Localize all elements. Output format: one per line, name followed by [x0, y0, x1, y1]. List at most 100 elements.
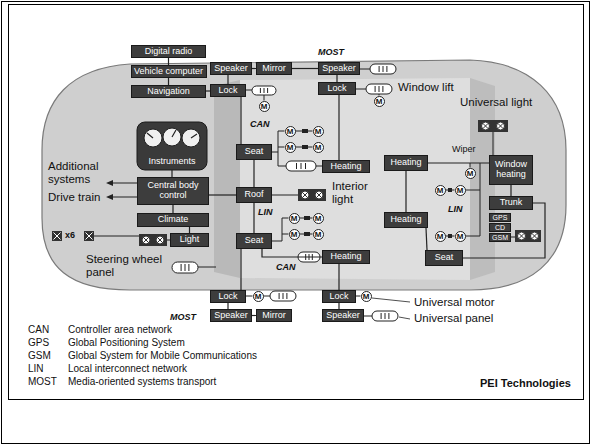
bus-line	[510, 185, 511, 196]
component-box: Window heating	[489, 155, 533, 185]
bus-line	[292, 68, 318, 69]
lamp-symbol	[139, 234, 167, 246]
arrowhead	[106, 180, 113, 200]
box-label: Seat	[245, 236, 264, 246]
component-box: Roof	[236, 187, 272, 203]
callout-label: Window lift	[398, 81, 454, 94]
bus-name: LIN	[448, 204, 463, 215]
motor-symbol: M	[465, 168, 476, 179]
component-box: Heating	[384, 212, 428, 228]
motor-symbol: M	[313, 229, 324, 240]
bus-line	[253, 160, 254, 187]
callout-label: Drive train	[48, 191, 100, 204]
box-label: Seat	[245, 147, 264, 157]
box-label: Window heating	[492, 160, 530, 180]
lamp-symbol	[298, 189, 326, 201]
glossary-text: Controller area network	[68, 324, 172, 336]
output-arrow	[112, 183, 137, 197]
motor-symbol: M	[313, 213, 324, 224]
box-label: GSM	[492, 234, 508, 241]
bus-line	[172, 205, 173, 213]
glossary-text: LIN	[28, 363, 44, 375]
glossary-text: Global Positioning System	[68, 337, 185, 349]
motor-symbol: M	[289, 229, 300, 240]
count-label: x6	[65, 230, 75, 241]
motor-symbol: M	[455, 185, 466, 196]
box-label: GPS	[493, 214, 508, 221]
glossary-text: GSM	[28, 350, 51, 362]
box-label: Heating	[330, 252, 361, 262]
component-box: Seat	[236, 144, 272, 160]
bus-name: MOST	[318, 47, 344, 58]
bus-line	[209, 194, 236, 195]
car-body	[42, 60, 566, 290]
panel-bars	[181, 66, 389, 319]
box-label: Vehicle computer	[134, 67, 203, 77]
bus-line	[262, 249, 322, 257]
box-label: Instruments	[148, 157, 195, 167]
bus-line	[168, 78, 169, 85]
box-label: Trunk	[500, 198, 523, 208]
callout-label: Additional systems	[48, 160, 110, 186]
box-label: Speaker	[326, 311, 360, 321]
box-label: Central body control	[140, 181, 206, 201]
component-box: Light	[170, 233, 209, 247]
bus-line	[240, 97, 241, 144]
component-box: Lock	[322, 290, 356, 303]
component-box: Lock	[210, 290, 246, 303]
glossary-text: GPS	[28, 337, 49, 349]
glossary-text: CAN	[28, 324, 49, 336]
box-label: Lock	[329, 292, 348, 302]
component-box: Speaker	[210, 62, 252, 75]
motor-symbol: M	[289, 213, 300, 224]
box-label: Light	[180, 235, 200, 245]
motor-symbol: M	[455, 231, 466, 242]
motor-symbol: M	[361, 291, 372, 302]
component-box: Mirror	[256, 62, 292, 75]
car-cabin	[240, 78, 470, 280]
bus-line	[426, 228, 427, 250]
bus-name: CAN	[276, 262, 296, 273]
bus-line	[168, 58, 169, 65]
bus-name: MOST	[170, 312, 196, 323]
box-label: Heating	[390, 158, 421, 168]
component-box: Speaker	[322, 309, 364, 322]
component-box: Speaker	[210, 309, 252, 322]
bus-name: CAN	[250, 119, 270, 130]
motor-symbol: M	[313, 142, 324, 153]
bus-line	[428, 162, 489, 163]
bus-line	[240, 249, 241, 290]
motor-symbol: M	[285, 142, 296, 153]
bus-line	[463, 203, 545, 258]
component-box: Navigation	[131, 85, 206, 98]
component-box: GPS	[489, 213, 511, 222]
callout-label: Wiper	[452, 144, 476, 155]
box-label: Lock	[218, 86, 237, 96]
motor-symbol: M	[253, 291, 264, 302]
bus-line	[171, 170, 172, 177]
box-label: Lock	[218, 292, 237, 302]
motor-symbol: M	[435, 185, 446, 196]
component-box: Seat	[425, 250, 463, 266]
bus-line	[405, 171, 406, 212]
bus-line	[253, 203, 254, 233]
glossary-text: Media-oriented systems transport	[68, 376, 216, 388]
callout-label: Universal motor	[414, 296, 495, 309]
component-box: Central body control	[137, 177, 209, 205]
box-label: Speaker	[322, 64, 356, 74]
component-box: Trunk	[489, 196, 533, 210]
component-box: GSM	[489, 233, 511, 242]
bus-line	[227, 75, 228, 84]
bus-line	[338, 95, 339, 160]
callout-label: Steering wheel panel	[86, 253, 186, 279]
bus-name: LIN	[258, 207, 273, 218]
motor-symbol: M	[259, 101, 270, 112]
component-box: Climate	[137, 213, 209, 227]
glossary-text: Local interconnect network	[68, 363, 187, 375]
instrument-panel: Instruments	[137, 122, 207, 170]
box-label: Navigation	[147, 87, 190, 97]
component-box: Mirror	[256, 309, 292, 322]
component-box: Digital radio	[131, 45, 206, 58]
box-label: CD	[495, 224, 505, 231]
